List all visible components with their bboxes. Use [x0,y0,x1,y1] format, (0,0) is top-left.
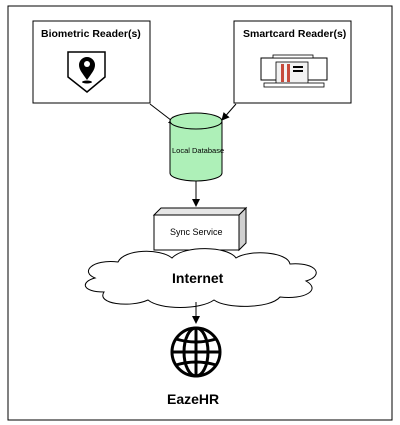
smartcard-reader-icon [260,54,328,88]
biometric-reader-box [32,20,151,104]
local-database-label: Local Database [172,146,225,155]
smartcard-reader-label: Smartcard Reader(s) [243,28,347,40]
sync-service-box [152,206,248,252]
arrow-smartcard-to-database [221,103,237,121]
cloud-shape [84,248,317,308]
database-cylinder-icon [169,112,223,182]
eazehr-label: EazeHR [167,391,220,407]
sync-service-label: Sync Service [170,227,223,237]
biometric-reader-label: Biometric Reader(s) [41,28,141,40]
fingerprint-pin-icon [67,51,106,93]
globe-icon [170,326,222,378]
internet-label: Internet [172,270,224,286]
outer-frame [7,5,393,421]
